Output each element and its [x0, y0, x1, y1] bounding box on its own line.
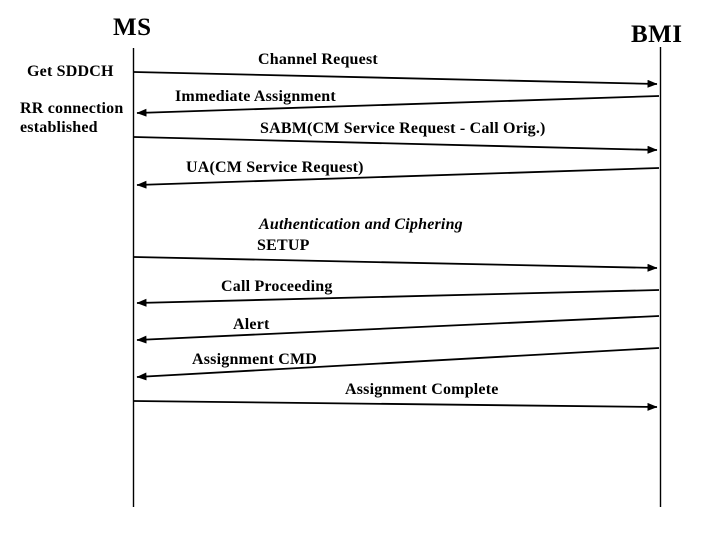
arrow-channel-request	[133, 71, 658, 88]
message-label-immediate-assignment: Immediate Assignment	[175, 88, 336, 105]
actor-title-ms: MS	[113, 14, 152, 41]
message-label-sabm-cm-service-request: SABM(CM Service Request - Call Orig.)	[260, 120, 546, 137]
message-label-setup: SETUP	[257, 237, 310, 254]
arrow-setup	[133, 256, 658, 272]
note-get-sddch: Get SDDCH	[27, 63, 114, 80]
arrow-alert	[136, 315, 660, 344]
message-label-channel-request: Channel Request	[258, 51, 378, 68]
arrow-assignment-cmd	[136, 347, 660, 381]
message-label-assignment-complete: Assignment Complete	[345, 381, 499, 398]
arrow-sabm-cm-service-request	[133, 136, 658, 154]
arrow-call-proceeding	[136, 289, 660, 307]
message-label-assignment-cmd: Assignment CMD	[192, 351, 318, 368]
message-label-call-proceeding: Call Proceeding	[221, 278, 333, 295]
arrow-immediate-assignment	[136, 95, 660, 117]
actor-title-bmi: BMI	[631, 21, 683, 48]
note-rr-connection: RR connection established	[20, 100, 124, 136]
message-label-ua-cm-service-request: UA(CM Service Request)	[186, 159, 364, 176]
phase-label-authentication-and-ciphering: Authentication and Ciphering	[259, 216, 463, 233]
message-label-alert: Alert	[233, 316, 270, 333]
arrow-assignment-complete	[133, 400, 658, 411]
arrow-ua-cm-service-request	[136, 167, 660, 189]
